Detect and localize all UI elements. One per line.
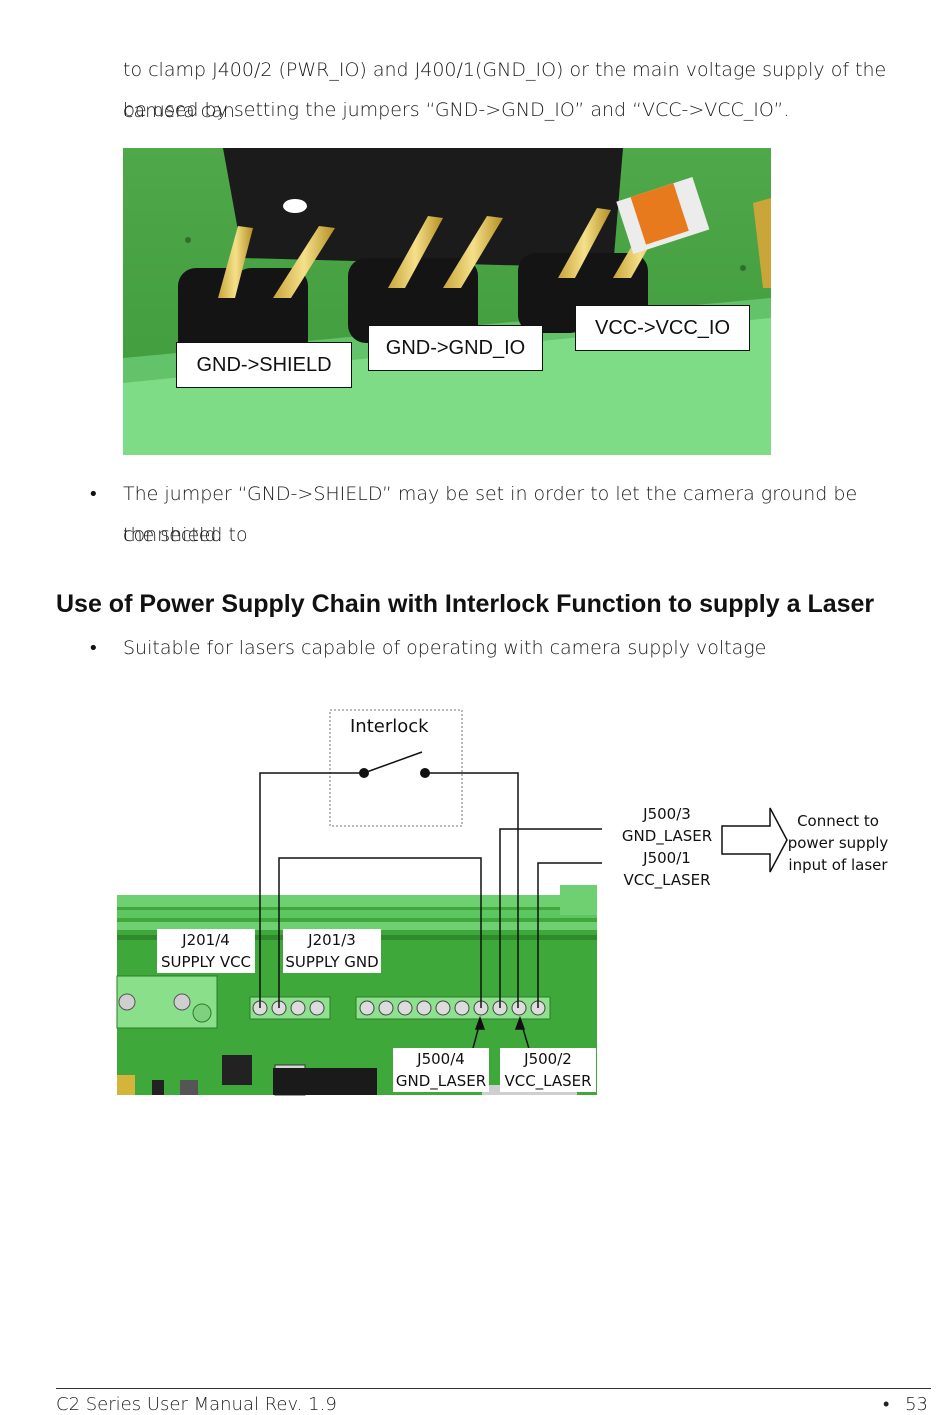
connect-line-3: input of laser bbox=[788, 856, 888, 874]
footer-rule bbox=[56, 1388, 931, 1389]
j500-2-label: J500/2 bbox=[500, 1048, 596, 1070]
j500-4-label: J500/4 bbox=[393, 1048, 489, 1070]
bullet-marker: • bbox=[88, 484, 99, 505]
footer-title: C2 Series User Manual Rev. 1.9 bbox=[56, 1394, 337, 1415]
j201-4-label: J201/4 bbox=[157, 929, 255, 951]
label-gnd-shield: GND->SHIELD bbox=[176, 342, 352, 388]
page-number-group: • 53 bbox=[883, 1394, 928, 1415]
connect-line-2: power supply bbox=[787, 834, 889, 852]
jumper-photo bbox=[123, 148, 771, 455]
connect-line-1: Connect to bbox=[797, 812, 879, 830]
section-heading: Use of Power Supply Chain with Interlock… bbox=[56, 590, 875, 618]
j500-1-label: J500/1 bbox=[615, 847, 719, 869]
gnd-laser-bottom-label: GND_LASER bbox=[393, 1070, 489, 1092]
supply-gnd-label: SUPPLY GND bbox=[283, 951, 381, 973]
label-gnd-gnd-io: GND->GND_IO bbox=[368, 325, 543, 371]
bullet2-text: Suitable for lasers capable of operating… bbox=[123, 637, 767, 659]
interlock-label: Interlock bbox=[350, 716, 429, 737]
vcc-laser-bottom-label: VCC_LASER bbox=[500, 1070, 596, 1092]
gnd-laser-top-label: GND_LASER bbox=[615, 825, 719, 847]
bullet1-line-1: The jumper “GND->SHIELD” may be set in o… bbox=[123, 483, 858, 546]
vcc-laser-top-label: VCC_LASER bbox=[615, 869, 719, 891]
intro-line-1: to clamp J400/2 (PWR_IO) and J400/1(GND_… bbox=[123, 59, 887, 122]
page-number: 53 bbox=[905, 1394, 928, 1415]
footer-bullet: • bbox=[883, 1394, 890, 1415]
wiring-diagram: Interlock J500/3 GND_LASER J500/1 VCC_LA… bbox=[110, 700, 910, 1100]
j500-3-label: J500/3 bbox=[615, 803, 719, 825]
supply-vcc-label: SUPPLY VCC bbox=[157, 951, 255, 973]
label-vcc-vcc-io: VCC->VCC_IO bbox=[575, 305, 750, 351]
j201-3-label: J201/3 bbox=[283, 929, 381, 951]
bullet1-line-2: the shield. bbox=[123, 524, 223, 546]
intro-line-2: be used by setting the jumpers “GND->GND… bbox=[123, 99, 790, 121]
bullet-marker: • bbox=[88, 638, 99, 659]
wiring-diagram-graphic bbox=[116, 709, 788, 1096]
